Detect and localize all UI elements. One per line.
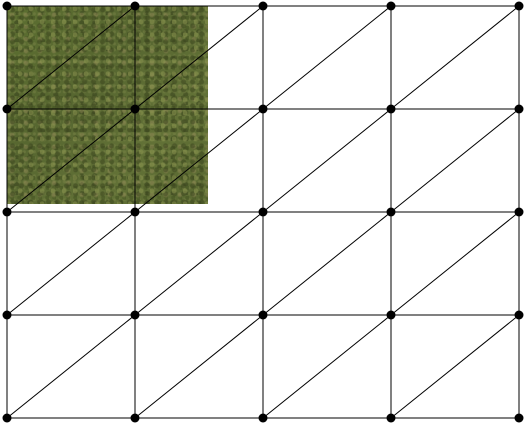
diagonal-edge-0-1 <box>134 5 264 110</box>
vertex-1-0 <box>2 104 12 114</box>
vertex-3-4 <box>514 310 524 320</box>
diagonal-edge-2-2 <box>262 211 392 316</box>
vertex-3-3 <box>386 310 396 320</box>
vertex-2-1 <box>130 207 140 217</box>
vertex-1-3 <box>386 104 396 114</box>
diagonal-edge-1-1 <box>134 108 264 213</box>
vertex-0-3 <box>386 1 396 11</box>
diagonal-edge-3-2 <box>262 314 392 419</box>
diagonal-edge-1-0 <box>6 108 136 213</box>
diagonal-edge-1-2 <box>262 108 392 213</box>
vertex-4-2 <box>258 413 268 423</box>
vertex-0-1 <box>130 1 140 11</box>
diagonal-edge-3-0 <box>6 314 136 419</box>
diagonal-edge-3-1 <box>134 314 264 419</box>
diagonal-edge-0-0 <box>6 5 136 110</box>
vertex-2-2 <box>258 207 268 217</box>
vertex-3-1 <box>130 310 140 320</box>
vertex-0-4 <box>514 1 524 11</box>
diagonal-edge-2-3 <box>390 211 520 316</box>
vertex-4-0 <box>2 413 12 423</box>
vertex-0-0 <box>2 1 12 11</box>
vertex-3-0 <box>2 310 12 320</box>
vertex-2-0 <box>2 207 12 217</box>
diagonal-edge-2-1 <box>134 211 264 316</box>
vertex-4-3 <box>386 413 396 423</box>
vertex-4-1 <box>130 413 140 423</box>
diagonal-edge-1-3 <box>390 108 520 213</box>
vertex-3-2 <box>258 310 268 320</box>
vertex-2-4 <box>514 207 524 217</box>
diagonal-edge-0-2 <box>262 5 392 110</box>
vertex-1-2 <box>258 104 268 114</box>
grass-texture-image <box>7 6 208 204</box>
vertex-0-2 <box>258 1 268 11</box>
diagonal-edge-3-3 <box>390 314 520 419</box>
vertex-1-4 <box>514 104 524 114</box>
vertex-4-4 <box>514 413 524 423</box>
diagonal-edge-2-0 <box>6 211 136 316</box>
vertex-1-1 <box>130 104 140 114</box>
diagonal-edge-0-3 <box>390 5 520 110</box>
vertex-2-3 <box>386 207 396 217</box>
